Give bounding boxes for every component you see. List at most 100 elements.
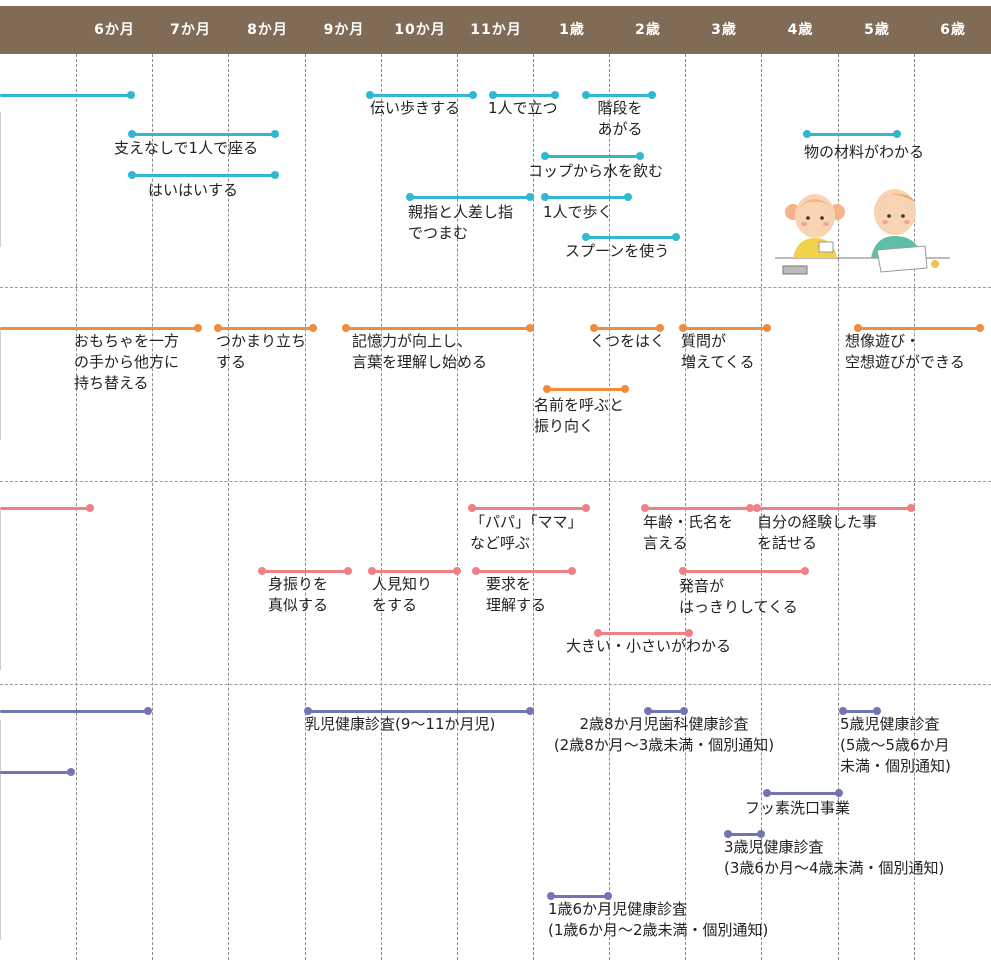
grid-line xyxy=(457,54,458,960)
bar-end-dot xyxy=(194,324,202,332)
motor-bar xyxy=(586,236,676,239)
language-bar xyxy=(372,570,457,573)
left-edge-mark xyxy=(0,510,5,670)
language-bar xyxy=(683,570,805,573)
bar-end-dot xyxy=(543,385,551,393)
bar-end-dot xyxy=(541,193,549,201)
column-8m: 8か月 xyxy=(247,22,288,38)
bar-end-dot xyxy=(679,324,687,332)
bar-end-dot xyxy=(976,324,984,332)
bar-end-dot xyxy=(624,193,632,201)
bar-end-dot xyxy=(724,830,732,838)
bar-end-dot xyxy=(594,629,602,637)
milestone-request: 要求を 理解する xyxy=(486,575,547,614)
cognitive-bar xyxy=(218,327,313,330)
bar-end-dot xyxy=(344,567,352,575)
milestone-materials: 物の材料がわかる xyxy=(804,143,925,161)
milestone-walk: 1人で歩く xyxy=(543,203,613,221)
bar-end-dot xyxy=(67,768,75,776)
bar-end-dot xyxy=(489,91,497,99)
column-10m: 10か月 xyxy=(394,22,446,38)
checkup-bar xyxy=(728,833,761,836)
checkup-five-year: 5歳児健康診査 (5歳〜5歳6か月 未満・個別通知) xyxy=(840,715,951,775)
bar-end-dot xyxy=(636,152,644,160)
checkup-one-half-year: 1歳6か月児健康診査 (1歳6か月〜2歳未満・個別通知) xyxy=(548,900,769,939)
motor-bar xyxy=(545,196,628,199)
bar-end-dot xyxy=(656,324,664,332)
bar-end-dot xyxy=(406,193,414,201)
bar-end-dot xyxy=(368,567,376,575)
bar-end-dot xyxy=(757,830,765,838)
cognitive-bar xyxy=(594,327,660,330)
bar-end-dot xyxy=(648,91,656,99)
motor-bar xyxy=(586,94,652,97)
bar-end-dot xyxy=(541,152,549,160)
checkup-bar xyxy=(0,771,71,774)
bar-end-dot xyxy=(366,91,374,99)
checkup-dental: 2歳8か月児歯科健康診査 (2歳8か月〜3歳未満・個別通知) xyxy=(553,715,775,754)
milestone-pull-up: つかまり立ち する xyxy=(216,332,307,371)
bar-end-dot xyxy=(835,789,843,797)
bar-end-dot xyxy=(469,91,477,99)
milestone-experience: 自分の経験した事 を話せる xyxy=(757,513,878,552)
language-bar xyxy=(0,507,90,510)
cognitive-bar xyxy=(346,327,530,330)
bar-end-dot xyxy=(271,130,279,138)
checkup-infant: 乳児健康診査(9〜11か月児) xyxy=(305,715,496,733)
motor-bar xyxy=(807,133,897,136)
bar-end-dot xyxy=(582,91,590,99)
bar-end-dot xyxy=(590,324,598,332)
cognitive-bar xyxy=(0,327,198,330)
checkup-fluoride: フッ素洗口事業 xyxy=(745,799,851,817)
bar-end-dot xyxy=(763,789,771,797)
bar-end-dot xyxy=(873,707,881,715)
bar-end-dot xyxy=(86,504,94,512)
language-bar xyxy=(598,632,689,635)
milestone-cup: コップから水を飲む xyxy=(528,162,664,180)
motor-bar xyxy=(410,196,530,199)
milestone-questions: 質問が 増えてくる xyxy=(681,332,755,371)
milestone-crawl: はいはいする xyxy=(148,181,239,199)
milestone-name-turn: 名前を呼ぶと 振り向く xyxy=(534,396,625,435)
column-1y: 1歳 xyxy=(559,22,585,38)
checkup-three-year: 3歳児健康診査 (3歳6か月〜4歳未満・個別通知) xyxy=(724,838,945,877)
bar-end-dot xyxy=(551,91,559,99)
milestone-shoes: くつをはく xyxy=(590,332,666,350)
milestone-size: 大きい・小さいがわかる xyxy=(566,637,732,655)
checkup-bar xyxy=(767,792,839,795)
bar-end-dot xyxy=(644,707,652,715)
bar-end-dot xyxy=(641,504,649,512)
column-7m: 7か月 xyxy=(170,22,211,38)
left-edge-mark xyxy=(0,112,5,247)
milestone-stairs: 階段を あがる xyxy=(597,99,643,138)
grid-line xyxy=(305,54,306,960)
bar-end-dot xyxy=(604,892,612,900)
checkup-bar xyxy=(0,710,148,713)
bar-end-dot xyxy=(803,130,811,138)
left-edge-mark xyxy=(0,720,5,940)
bar-end-dot xyxy=(753,504,761,512)
milestone-pronounce: 発音が はっきりしてくる xyxy=(679,577,798,616)
column-2y: 2歳 xyxy=(635,22,661,38)
bar-end-dot xyxy=(679,567,687,575)
milestone-stand: 1人で立つ xyxy=(488,99,558,117)
motor-bar xyxy=(132,133,275,136)
bar-end-dot xyxy=(309,324,317,332)
grid-line xyxy=(228,54,229,960)
milestone-spoon: スプーンを使う xyxy=(565,242,670,260)
milestone-age-name: 年齢・氏名を 言える xyxy=(643,513,734,552)
milestone-papa-mama: 「パパ」「ママ」 など呼ぶ xyxy=(470,513,583,552)
language-bar xyxy=(262,570,348,573)
bar-end-dot xyxy=(907,504,915,512)
milestone-memory: 記憶力が向上し、 言葉を理解し始める xyxy=(352,332,488,371)
bar-end-dot xyxy=(453,567,461,575)
bar-end-dot xyxy=(468,504,476,512)
column-4y: 4歳 xyxy=(787,22,814,38)
checkup-bar xyxy=(648,710,684,713)
milestone-gesture: 身振りを 真似する xyxy=(268,575,329,614)
section-divider xyxy=(0,287,991,288)
column-9m: 9か月 xyxy=(323,22,365,38)
column-6m: 6か月 xyxy=(94,22,135,38)
milestone-walk-along: 伝い歩きする xyxy=(370,99,461,117)
bar-end-dot xyxy=(214,324,222,332)
